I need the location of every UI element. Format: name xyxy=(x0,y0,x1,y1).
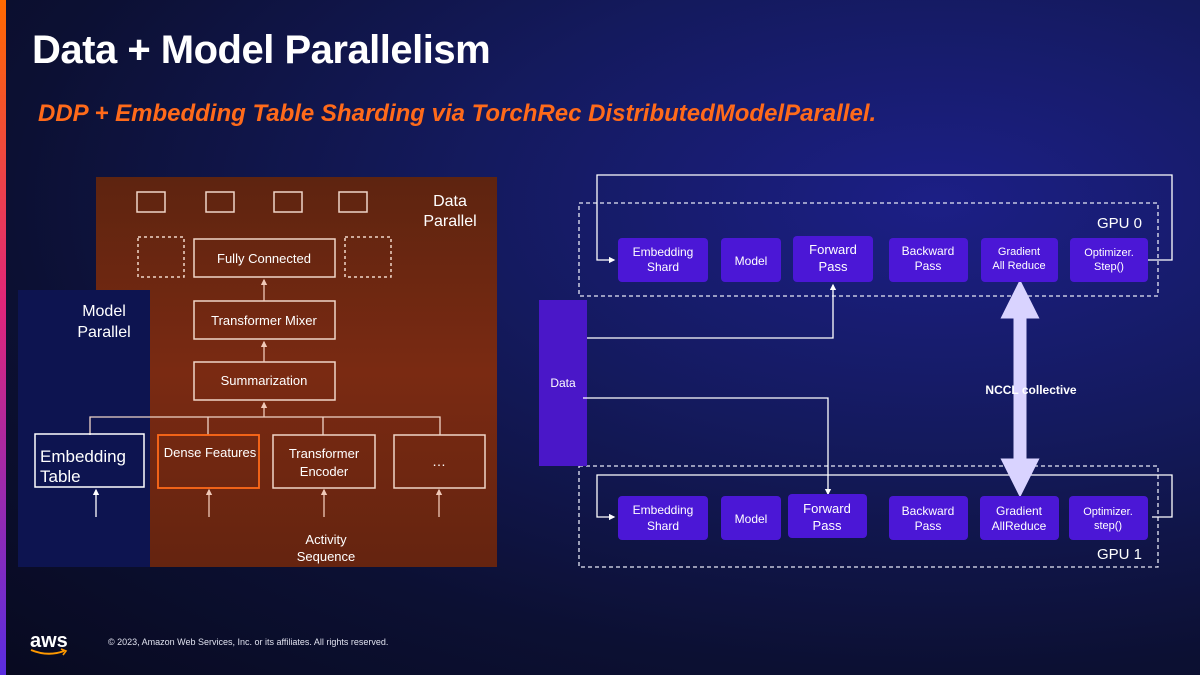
gpu1-backward-pass-label-line1: Backward xyxy=(902,504,955,518)
gpu0-gradient-label-line1: Gradient xyxy=(998,246,1040,258)
summarization-label: Summarization xyxy=(221,373,308,388)
accent-bar xyxy=(0,0,6,675)
gpu0-model-node xyxy=(721,238,781,282)
gpu1-model-label: Model xyxy=(735,512,768,526)
gpu1-gradient-node xyxy=(980,496,1059,540)
data-to-gpu1-forward-arrow xyxy=(583,397,832,496)
output-square xyxy=(205,191,235,213)
gpu0-embedding-shard-label-line2: Shard xyxy=(647,260,679,274)
embedding-table-label-line2: Table xyxy=(40,467,81,486)
gpu0-forward-pass-label-line1: Forward xyxy=(809,242,857,257)
right-diagram: GPU 0 GPU 1 Data NCCL collective Embeddi… xyxy=(539,174,1173,568)
dense-features-box xyxy=(157,434,260,489)
ellipsis-box xyxy=(393,434,486,489)
gpu1-model-node xyxy=(721,496,781,540)
gpu0-optimizer-label-line2: Step() xyxy=(1094,261,1124,273)
gpu0-loop-line xyxy=(596,174,1173,264)
ellipsis-label: … xyxy=(432,453,446,469)
dotted-placeholder-box xyxy=(344,236,392,278)
transformer-mixer-label: Transformer Mixer xyxy=(211,313,317,328)
gpu1-embedding-shard-node xyxy=(618,496,708,540)
activity-sequence-label-line1: Activity xyxy=(305,532,347,547)
left-diagram: Data Parallel Model Parallel Fully Conne… xyxy=(18,177,497,567)
gpu0-embedding-shard-label-line1: Embedding xyxy=(633,245,694,259)
fully-connected-label: Fully Connected xyxy=(217,251,311,266)
data-to-gpu0-forward-arrow xyxy=(587,283,837,339)
gpu0-forward-pass-label-line2: Pass xyxy=(819,259,848,274)
data-block xyxy=(539,300,587,466)
output-square xyxy=(338,191,368,213)
model-parallel-label-line1: Model xyxy=(82,303,126,320)
dense-features-label: Dense Features xyxy=(164,445,257,460)
gpu0-backward-pass-label-line1: Backward xyxy=(902,244,955,258)
gpu1-forward-pass-label-line1: Forward xyxy=(803,501,851,516)
gpu1-forward-pass-node xyxy=(788,494,867,538)
gpu0-optimizer-label-line1: Optimizer. xyxy=(1084,247,1134,259)
feature-bus-line xyxy=(89,416,441,435)
transformer-encoder-label-line1: Transformer xyxy=(289,446,360,461)
gpu1-gradient-label-line1: Gradient xyxy=(996,504,1043,518)
embedding-table-label-line1: Embedding xyxy=(40,447,126,466)
gpu0-gradient-node xyxy=(981,238,1058,282)
data-parallel-label-line2: Parallel xyxy=(423,213,476,230)
data-parallel-panel xyxy=(96,177,497,567)
gpu0-backward-pass-label-line2: Pass xyxy=(915,259,942,273)
aws-smile-icon xyxy=(30,648,68,656)
gpu1-optimizer-label-line2: step() xyxy=(1094,520,1122,532)
model-parallel-panel xyxy=(18,290,150,567)
gpu0-embedding-shard-node xyxy=(618,238,708,282)
dotted-placeholder-box xyxy=(137,236,185,278)
gpu1-backward-pass-label-line2: Pass xyxy=(915,519,942,533)
gpu1-label: GPU 1 xyxy=(1097,546,1142,563)
gpu1-loop-line xyxy=(596,474,1173,521)
gpu1-backward-pass-node xyxy=(889,496,968,540)
model-parallel-label-line2: Parallel xyxy=(77,324,130,341)
data-label: Data xyxy=(550,376,576,390)
transformer-encoder-label-line2: Encoder xyxy=(300,464,349,479)
gpu1-forward-pass-label-line2: Pass xyxy=(813,518,842,533)
data-parallel-label-line1: Data xyxy=(433,193,467,210)
gpu1-optimizer-label-line1: Optimizer. xyxy=(1083,506,1133,518)
gpu0-model-label: Model xyxy=(735,254,768,268)
gpu1-container xyxy=(578,465,1159,568)
nccl-collective-label: NCCL collective xyxy=(985,383,1076,397)
output-square xyxy=(136,191,166,213)
page-subtitle: DDP + Embedding Table Sharding via Torch… xyxy=(38,100,877,127)
activity-sequence-label-line2: Sequence xyxy=(297,549,356,564)
copyright-footer: © 2023, Amazon Web Services, Inc. or its… xyxy=(108,637,389,647)
gpu0-container xyxy=(578,202,1159,297)
gpu0-backward-pass-node xyxy=(889,238,968,282)
aws-logo: aws xyxy=(30,630,68,652)
output-square xyxy=(273,191,303,213)
gpu1-embedding-shard-label-line2: Shard xyxy=(647,519,679,533)
gpu0-label: GPU 0 xyxy=(1097,215,1142,232)
gpu1-gradient-label-line2: AllReduce xyxy=(992,519,1047,533)
gpu0-optimizer-node xyxy=(1070,238,1148,282)
fully-connected-box xyxy=(193,238,336,278)
gpu1-optimizer-node xyxy=(1069,496,1148,540)
page-title: Data + Model Parallelism xyxy=(32,28,491,72)
embedding-table-box xyxy=(34,433,145,488)
transformer-encoder-box xyxy=(272,434,376,489)
gpu0-forward-pass-node xyxy=(793,236,873,282)
gpu0-gradient-label-line2: All Reduce xyxy=(992,260,1045,272)
gpu1-embedding-shard-label-line1: Embedding xyxy=(633,503,694,517)
